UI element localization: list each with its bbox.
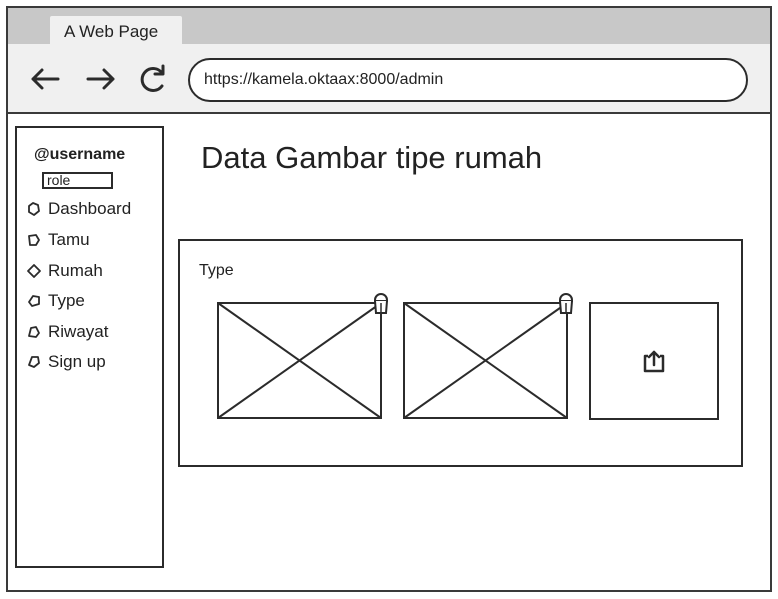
back-button[interactable] (28, 62, 62, 96)
sidebar (15, 126, 164, 568)
forward-button[interactable] (84, 62, 118, 96)
sidebar-item-tamu[interactable]: Tamu (26, 229, 90, 251)
image-placeholder[interactable] (217, 302, 382, 419)
sidebar-item-riwayat[interactable]: Riwayat (26, 321, 108, 343)
tab-title: A Web Page (64, 22, 159, 41)
circle-icon (28, 356, 40, 368)
image-placeholder[interactable] (403, 302, 568, 419)
upload-icon (643, 350, 665, 373)
username-label: @username (34, 146, 126, 163)
sidebar-item-type[interactable]: Type (26, 290, 85, 312)
delete-image-button[interactable] (372, 292, 390, 314)
sidebar-item-rumah[interactable]: Rumah (26, 260, 103, 282)
diamond-icon (27, 264, 41, 278)
panel-label: Type (199, 262, 234, 279)
sidebar-item-sign-up[interactable]: Sign up (26, 351, 106, 373)
arrow-left-icon (31, 68, 60, 90)
url-text: https://kamela.oktaax:8000/admin (204, 71, 444, 88)
type-panel (178, 239, 743, 467)
reload-button[interactable] (136, 62, 170, 96)
upload-image-button[interactable] (589, 302, 719, 420)
circle-icon (28, 234, 40, 246)
page-title: Data Gambar tipe rumah (201, 140, 543, 175)
sidebar-item-label: Dashboard (48, 199, 132, 218)
sidebar-item-label: Tamu (48, 230, 90, 249)
circle-icon (28, 202, 40, 216)
sidebar-item-label: Type (48, 291, 85, 310)
sidebar-item-label: Rumah (48, 261, 103, 280)
browser-tab[interactable]: A Web Page (50, 16, 182, 46)
sidebar-item-dashboard[interactable]: Dashboard (26, 198, 131, 220)
arrow-right-icon (86, 68, 115, 90)
sidebar-item-label: Riwayat (48, 322, 109, 341)
reload-icon (140, 64, 165, 92)
circle-icon (28, 326, 40, 338)
trash-icon (374, 293, 388, 314)
sidebar-item-label: Sign up (48, 352, 106, 371)
trash-icon (559, 293, 573, 314)
role-badge: role (42, 172, 113, 189)
delete-image-button[interactable] (557, 292, 575, 314)
address-bar[interactable]: https://kamela.oktaax:8000/admin (188, 58, 748, 102)
circle-icon (28, 295, 40, 307)
